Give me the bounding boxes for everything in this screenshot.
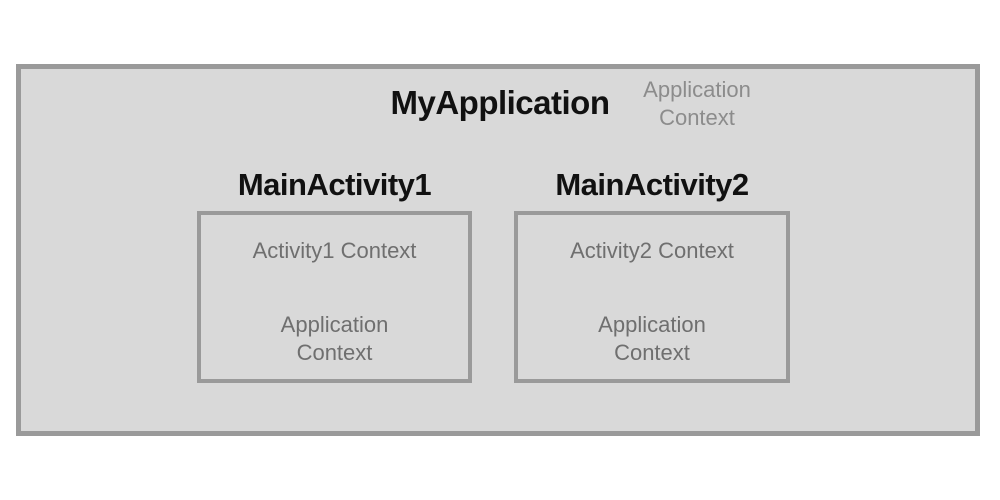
- activity1-title: MainActivity1: [237, 167, 432, 202]
- activity2-app-context-label: Application Context: [518, 311, 786, 367]
- activity1-context-label: Activity1 Context: [252, 238, 417, 263]
- application-panel: [16, 64, 980, 436]
- application-context-line1: Application: [643, 77, 751, 102]
- activity2-context-label: Activity2 Context: [570, 238, 734, 263]
- activity1-app-context-label: Application Context: [201, 311, 468, 367]
- activity1-app-context-line1: Application: [280, 312, 389, 337]
- activity2-title: MainActivity2: [555, 167, 749, 202]
- activity2-app-context-line2: Context: [614, 340, 690, 365]
- activity1-app-context-line2: Context: [296, 340, 373, 365]
- application-context-label: Application Context: [613, 76, 781, 132]
- application-context-line2: Context: [659, 105, 735, 130]
- activity1-box: Activity1 Context Application Context: [197, 211, 472, 383]
- application-title: MyApplication: [390, 84, 610, 121]
- activity2-app-context-line1: Application: [598, 312, 706, 337]
- activity2-box: Activity2 Context Application Context: [514, 211, 790, 383]
